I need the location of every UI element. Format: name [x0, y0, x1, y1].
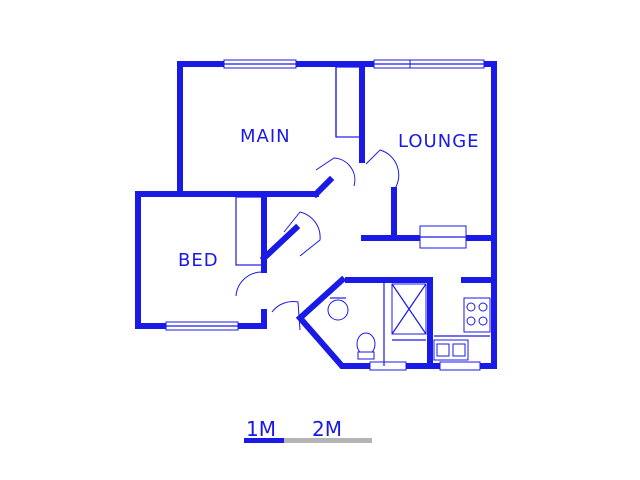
windows: [165, 59, 485, 371]
room-label-main: MAIN: [240, 126, 291, 147]
door-lounge: [365, 149, 400, 191]
door-entry: [271, 301, 301, 331]
door-bed: [283, 211, 321, 257]
cupboard-main: [335, 66, 361, 138]
door-bed-2: [235, 271, 263, 297]
scale-label-2m: 2M: [312, 417, 342, 441]
window-kitchen: [439, 361, 481, 371]
doors: [235, 149, 400, 331]
wall-lounge-partition: [361, 187, 397, 241]
cupboard-bed: [235, 196, 263, 266]
scale-bar-light: [284, 438, 372, 443]
window-bath: [369, 361, 407, 371]
kitchen-fixtures: [433, 297, 491, 361]
scale-label-1m: 1M: [246, 417, 276, 441]
bathroom-fixtures: [327, 282, 427, 366]
walls: [135, 61, 497, 369]
wall-hall-diagonal: [259, 223, 301, 263]
built-ins: [235, 66, 361, 266]
scale-bar-dark: [244, 438, 284, 443]
door-main: [315, 157, 356, 187]
room-label-bed: BED: [178, 250, 219, 271]
wall-main-outer: [177, 61, 367, 193]
wall-bath-top: [345, 277, 433, 369]
room-label-lounge: LOUNGE: [398, 131, 480, 152]
basin: [327, 299, 349, 321]
wall-hall-diagonal-2: [311, 175, 335, 199]
scale-bar: 1M 2M: [244, 417, 372, 443]
stove: [463, 297, 491, 333]
